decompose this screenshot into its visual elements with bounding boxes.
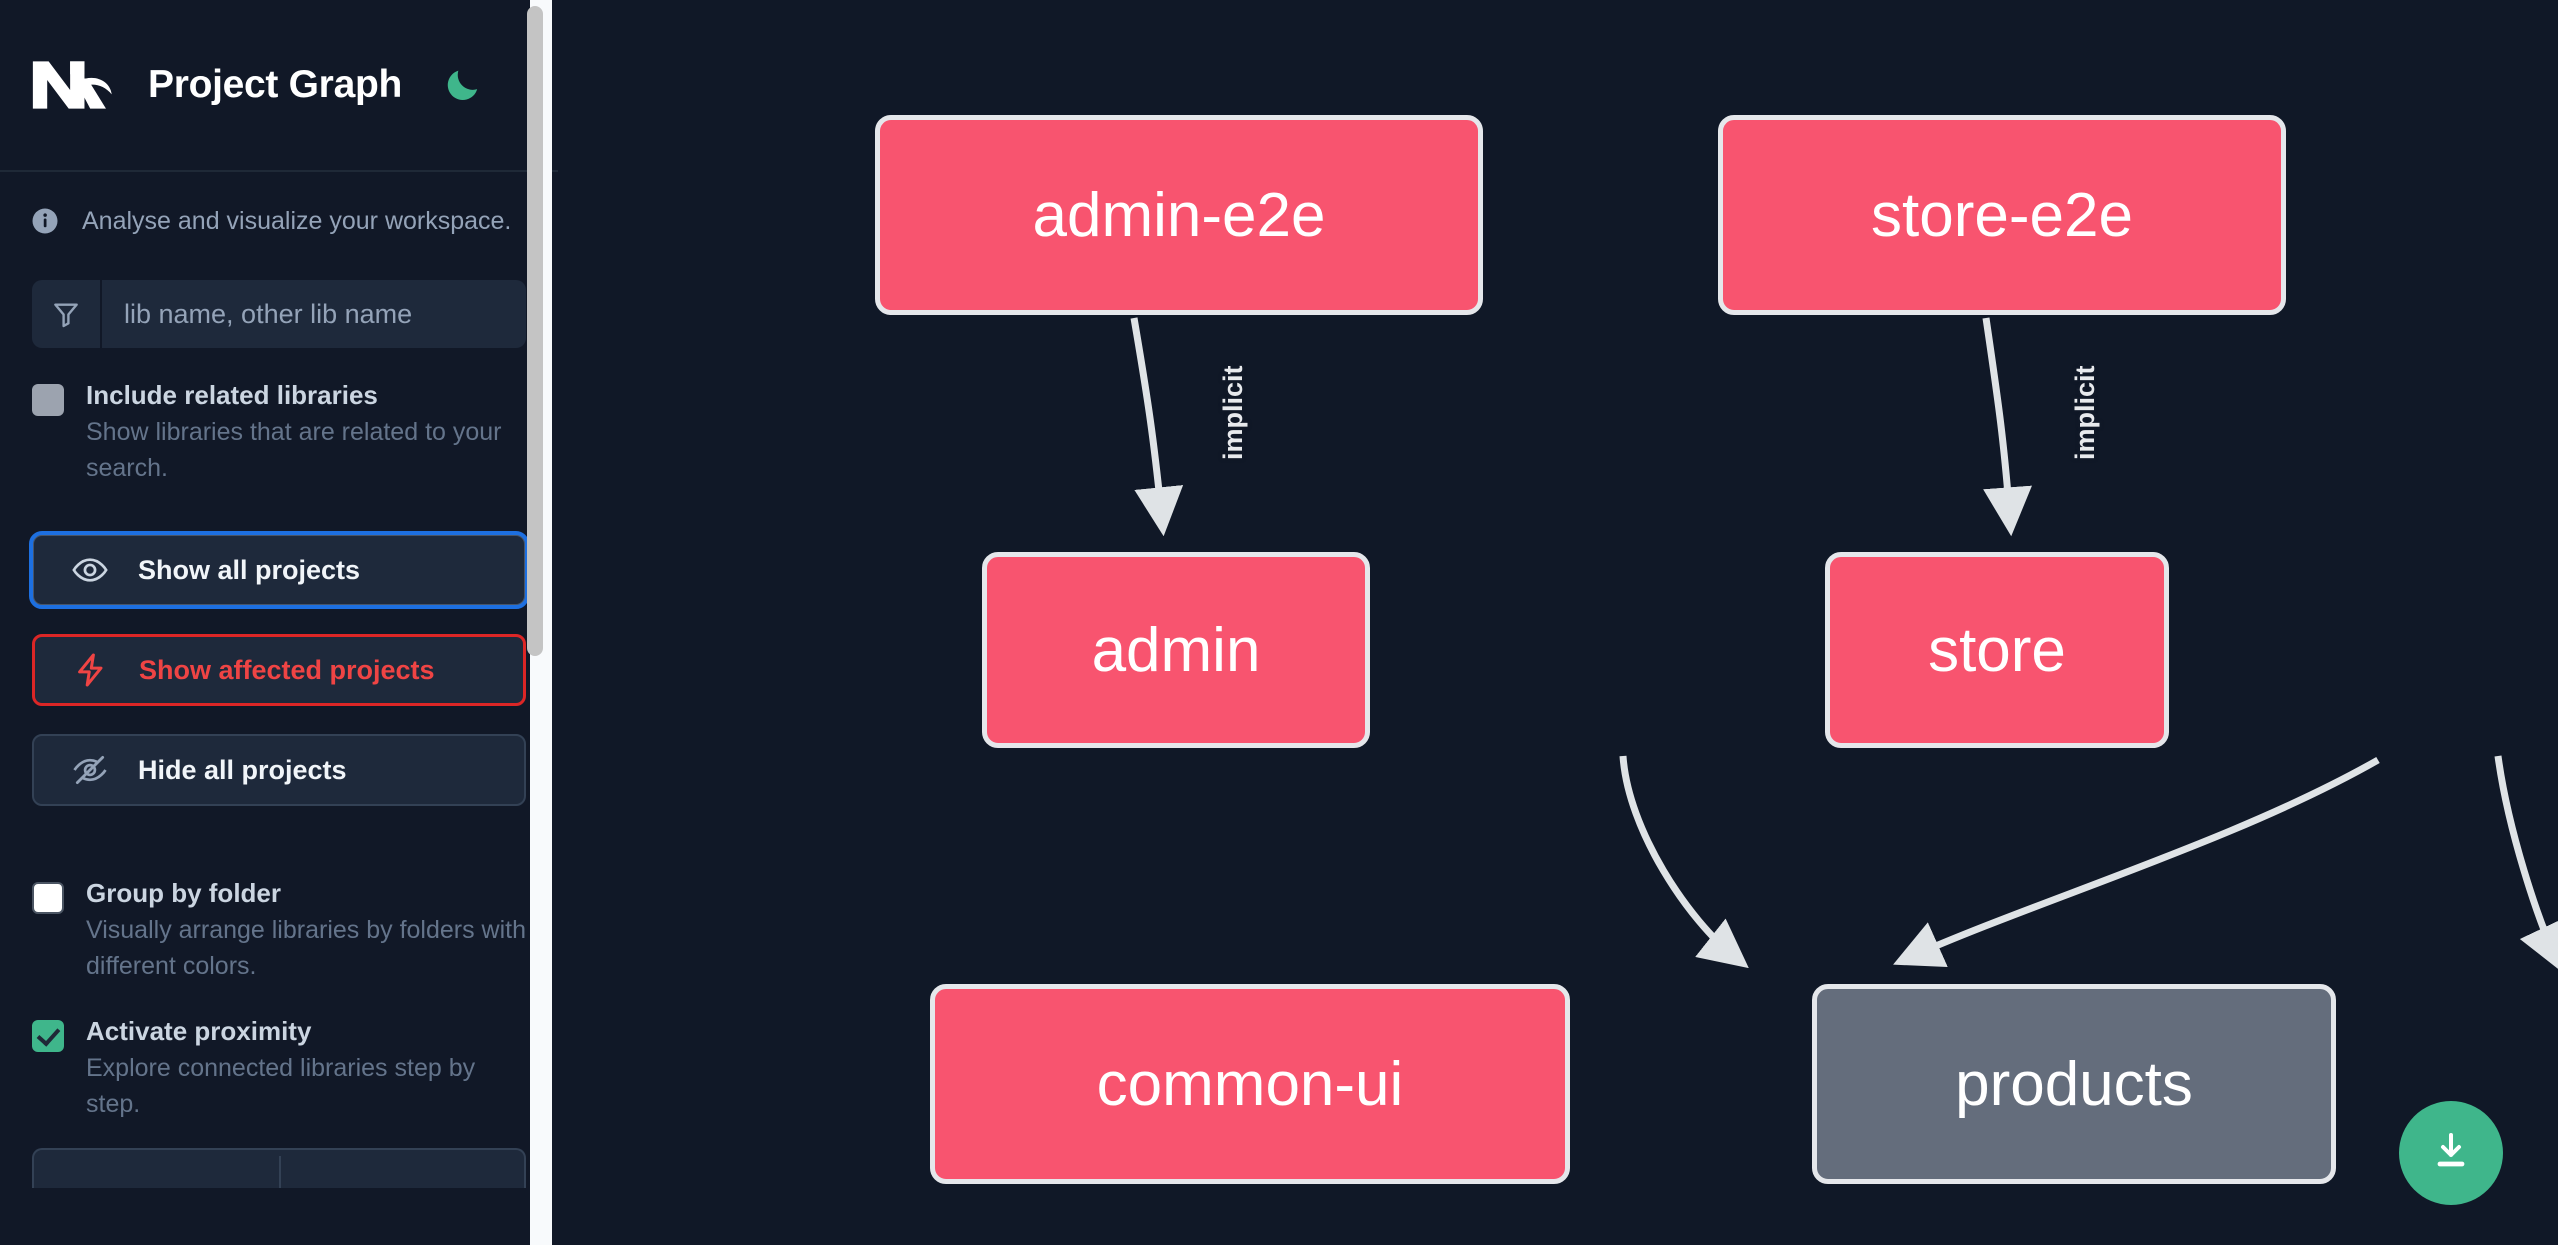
search-field[interactable]: [32, 280, 526, 348]
lightning-icon: [71, 650, 111, 690]
option-group-by-folder[interactable]: Group by folder Visually arrange librari…: [0, 876, 558, 984]
option-include-related-libraries[interactable]: Include related libraries Show libraries…: [0, 378, 558, 486]
filter-icon: [32, 280, 102, 348]
proximity-stepper-partial[interactable]: [32, 1148, 526, 1189]
section-divider: [0, 806, 558, 846]
info-icon: [30, 206, 60, 236]
show-all-projects-button[interactable]: Show all projects: [29, 531, 529, 610]
page-title: Project Graph: [148, 63, 402, 106]
option-description-activate-proximity: Explore connected libraries step by step…: [86, 1054, 476, 1118]
sidebar-content: Project Graph Analyse and visualize your…: [0, 0, 558, 1245]
eye-off-icon: [70, 750, 110, 790]
show-affected-projects-label: Show affected projects: [139, 654, 435, 685]
sidebar-subtitle-text: Analyse and visualize your workspace.: [82, 206, 512, 235]
edge-store-common-ui: [1893, 756, 2380, 968]
edge-admin-e2e-admin: [1130, 317, 1184, 537]
graph-node-store[interactable]: store: [1825, 552, 2169, 748]
sidebar-subtitle: Analyse and visualize your workspace.: [0, 172, 558, 236]
download-icon: [2427, 1127, 2475, 1180]
checkbox-include-related-libraries[interactable]: [32, 384, 64, 416]
eye-icon: [70, 550, 110, 590]
graph-canvas[interactable]: implicit implicit admin-e2e store-e2e ad…: [558, 0, 2558, 1245]
option-label-group-by-folder: Group by folder: [86, 878, 281, 909]
option-label-activate-proximity: Activate proximity: [86, 1016, 312, 1047]
graph-node-common-ui[interactable]: common-ui: [930, 984, 1570, 1184]
moon-icon[interactable]: [440, 62, 486, 108]
graph-node-products[interactable]: products: [1812, 984, 2336, 1184]
sidebar-scrollbar-track[interactable]: [527, 0, 552, 1245]
edge-label-store-implicit: implicit: [2070, 365, 2100, 460]
edge-store-e2e-store: [1982, 317, 2032, 537]
search-input[interactable]: [102, 280, 526, 348]
sidebar-header: Project Graph: [0, 0, 558, 172]
hide-all-projects-label: Hide all projects: [138, 754, 347, 785]
nx-logo-icon: [30, 57, 116, 113]
download-image-button[interactable]: [2399, 1101, 2503, 1205]
sidebar-scrollbar-thumb[interactable]: [527, 6, 543, 656]
option-label-include-related-libraries: Include related libraries: [86, 380, 378, 410]
checkbox-group-by-folder[interactable]: [32, 882, 64, 915]
option-description-include-related-libraries: Show libraries that are related to your …: [86, 418, 502, 482]
edge-admin-admin-to-common-ui: [1619, 755, 1749, 969]
show-all-projects-label: Show all projects: [138, 554, 361, 585]
hide-all-projects-button[interactable]: Hide all projects: [32, 734, 526, 807]
edge-store-products: [2494, 755, 2558, 973]
checkbox-activate-proximity[interactable]: [32, 1020, 64, 1053]
option-activate-proximity[interactable]: Activate proximity Explore connected lib…: [0, 1014, 558, 1122]
option-description-group-by-folder: Visually arrange libraries by folders wi…: [86, 916, 527, 980]
edge-label-admin-implicit: implicit: [1218, 365, 1248, 460]
show-affected-projects-button[interactable]: Show affected projects: [32, 634, 526, 707]
graph-node-admin-e2e[interactable]: admin-e2e: [875, 115, 1483, 315]
graph-node-admin[interactable]: admin: [982, 552, 1370, 748]
sidebar: Project Graph Analyse and visualize your…: [0, 0, 558, 1245]
graph-node-store-e2e[interactable]: store-e2e: [1718, 115, 2286, 315]
